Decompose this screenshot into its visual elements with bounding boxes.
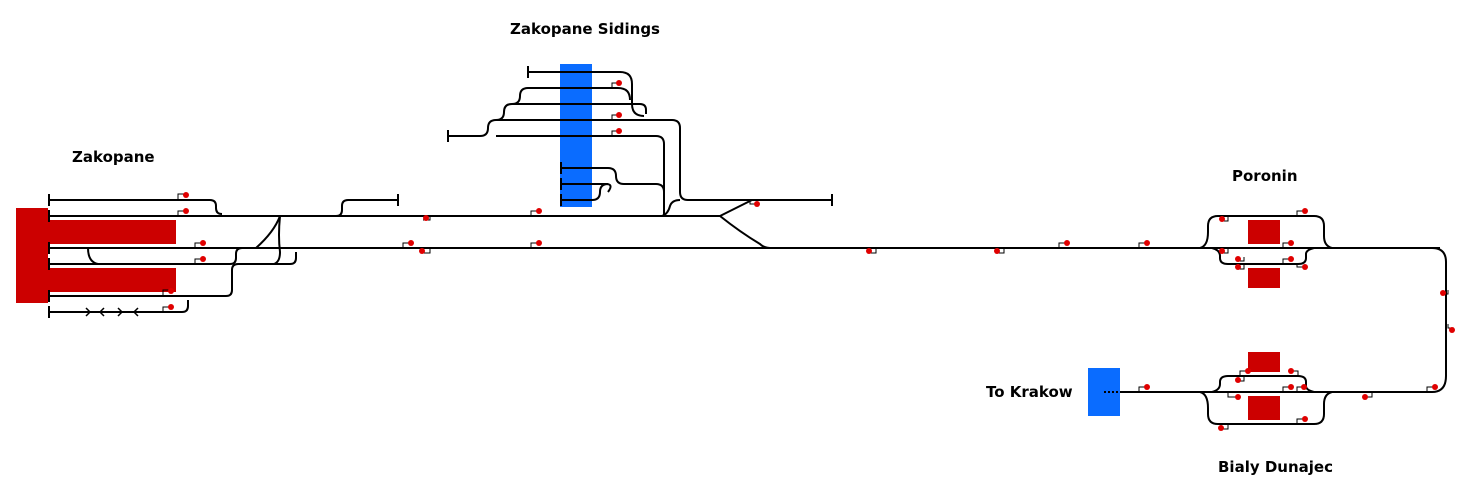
poronin-platform-1[interactable]	[1248, 220, 1280, 244]
tracks	[48, 71, 1447, 425]
label-to-krakow: To Krakow	[986, 383, 1073, 401]
bialy-dunajec-platform-2[interactable]	[1248, 396, 1280, 420]
signal-icon[interactable]	[162, 304, 174, 311]
track-sidings-connection[interactable]	[661, 199, 681, 217]
track-zakopane-crossover-1[interactable]	[255, 215, 281, 249]
signal-icon[interactable]	[1138, 240, 1150, 247]
signal-icon[interactable]	[749, 199, 760, 207]
track-sidings-road-4[interactable]	[448, 119, 832, 201]
signal-icon[interactable]	[1058, 240, 1070, 247]
zakopane-platform-2[interactable]	[48, 268, 176, 292]
signal-icon[interactable]	[1282, 240, 1294, 247]
signal-icon[interactable]	[1296, 384, 1307, 391]
direction-arrow-icon	[132, 307, 139, 317]
poronin-platforms	[1248, 220, 1280, 288]
signal-icon[interactable]	[530, 240, 542, 247]
signal-icon[interactable]	[530, 208, 542, 215]
signal-icon[interactable]	[994, 248, 1005, 254]
signal-icon[interactable]	[423, 215, 431, 221]
signal-icon[interactable]	[1239, 368, 1251, 375]
track-sidings-road-8[interactable]	[560, 183, 609, 201]
signal-icon[interactable]	[1426, 384, 1438, 391]
track-short-siding[interactable]	[335, 199, 398, 217]
track-zakopane-crossover-2[interactable]	[273, 215, 282, 265]
signal-icon[interactable]	[1296, 208, 1308, 215]
track-sidings-road-5[interactable]	[496, 135, 665, 216]
zakopane-platform-1[interactable]	[48, 220, 176, 244]
signal-icon[interactable]	[611, 112, 622, 119]
track-sidings-road-2[interactable]	[511, 87, 631, 105]
track-poronin-loop-upper[interactable]	[1199, 215, 1333, 249]
poronin-platform-2[interactable]	[1248, 268, 1280, 288]
signal-icon[interactable]	[1447, 324, 1455, 333]
signal-icon[interactable]	[194, 240, 206, 247]
signal-icon[interactable]	[611, 80, 622, 87]
signal-icon[interactable]	[1138, 384, 1150, 391]
buffer-stops	[48, 66, 833, 318]
label-zakopane-sidings: Zakopane Sidings	[510, 20, 660, 38]
signal-icon[interactable]	[1235, 256, 1245, 262]
track-bialy-loop-upper[interactable]	[1211, 375, 1315, 393]
bialy-dunajec-platforms	[1248, 352, 1280, 420]
direction-arrow-icon	[117, 307, 124, 317]
signal-icon[interactable]	[1282, 384, 1294, 391]
signal-icon[interactable]	[1440, 290, 1449, 296]
signal-icon[interactable]	[177, 192, 189, 199]
signal-icon[interactable]	[1296, 263, 1308, 270]
signal-icon[interactable]	[1218, 425, 1229, 431]
track-zakopane-road-4[interactable]	[48, 247, 243, 265]
signal-icon[interactable]	[611, 128, 622, 135]
signal-icon[interactable]	[1235, 377, 1245, 383]
track-sidings-road-3[interactable]	[495, 103, 647, 121]
signal-icon[interactable]	[1282, 256, 1294, 263]
signal-icon[interactable]	[1288, 368, 1299, 375]
signal-icon[interactable]	[1219, 216, 1229, 222]
label-zakopane: Zakopane	[72, 148, 155, 166]
signal-icon[interactable]	[177, 208, 189, 215]
bialy-dunajec-platform-1[interactable]	[1248, 352, 1280, 372]
signal-icon[interactable]	[194, 256, 206, 263]
zakopane-station-blocks	[16, 208, 176, 303]
signal-icon[interactable]	[1235, 264, 1245, 270]
signal-icon[interactable]	[1296, 416, 1308, 423]
track-poronin-loop-lower[interactable]	[1211, 247, 1315, 265]
signal-icon[interactable]	[162, 288, 174, 295]
direction-arrows	[85, 307, 139, 317]
track-junction-up[interactable]	[719, 199, 753, 217]
track-zakopane-loop-lower[interactable]	[87, 247, 99, 265]
track-zakopane-road-6[interactable]	[48, 300, 189, 313]
signals	[162, 80, 1455, 431]
track-zakopane-road-5[interactable]	[48, 252, 297, 297]
label-poronin: Poronin	[1232, 167, 1298, 185]
direction-arrow-icon	[98, 307, 105, 317]
signal-icon[interactable]	[1362, 393, 1373, 400]
track-main-curve[interactable]	[1120, 247, 1447, 393]
track-zakopane-road-1[interactable]	[48, 199, 223, 215]
track-bialy-loop-lower[interactable]	[1199, 391, 1333, 425]
track-sidings-road-1[interactable]	[528, 71, 645, 117]
signal-icon[interactable]	[419, 248, 431, 254]
signal-icon[interactable]	[402, 240, 414, 247]
label-bialy-dunajec: Bialy Dunajec	[1218, 458, 1333, 476]
signal-icon[interactable]	[1219, 248, 1229, 254]
signal-icon[interactable]	[866, 248, 877, 254]
zakopane-terminus-block[interactable]	[16, 208, 48, 303]
track-sidings-road-6[interactable]	[560, 167, 665, 193]
signal-icon[interactable]	[1227, 393, 1241, 400]
track-junction-down[interactable]	[719, 215, 771, 249]
direction-arrow-icon	[85, 307, 92, 317]
